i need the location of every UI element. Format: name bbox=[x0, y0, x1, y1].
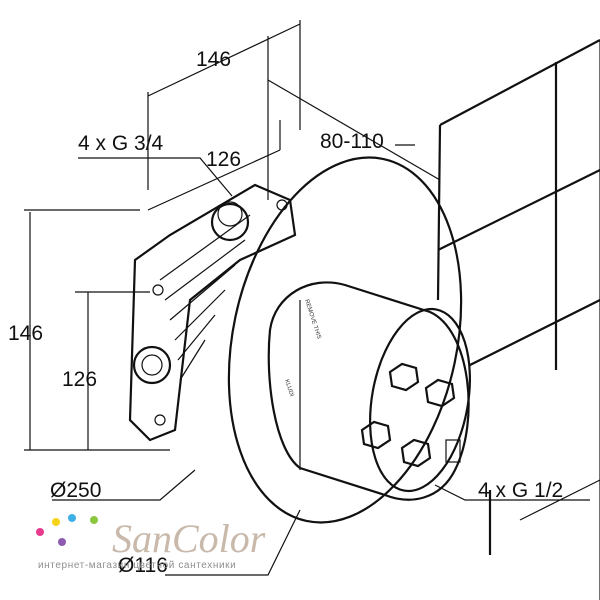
thread-small-label: 4 x G 1/2 bbox=[478, 479, 563, 502]
body-label-b: KLUDI bbox=[283, 379, 294, 398]
watermark-dot-3 bbox=[68, 514, 76, 522]
mounting-body bbox=[128, 183, 297, 442]
dim-left-inner-label: 126 bbox=[62, 368, 97, 391]
diameter-rosette-label: Ø250 bbox=[50, 479, 101, 502]
dim-left-146: 146 bbox=[8, 209, 170, 451]
rosette-disc bbox=[227, 156, 463, 524]
dim-upper-126: 126 4 x G 3/4 bbox=[78, 120, 281, 211]
diameter-body-label: Ø116 bbox=[118, 554, 168, 577]
body-label-a: REMOVE THIS bbox=[303, 299, 321, 340]
dim-thread-small: 4 x G 1/2 bbox=[434, 479, 590, 502]
dim-left-height-label: 146 bbox=[8, 322, 43, 345]
dim-wall-depth: 80-110 bbox=[267, 36, 441, 200]
watermark-brand: SanColor bbox=[112, 516, 266, 561]
dim-wall-depth-label: 80-110 bbox=[320, 130, 384, 153]
dim-top-146: 146 bbox=[147, 20, 301, 190]
watermark-dot-5 bbox=[90, 516, 98, 524]
watermark-dot-4 bbox=[58, 538, 66, 546]
dim-left-126: 126 bbox=[62, 291, 150, 450]
watermark-tagline: интернет-магазин цветной сантехники bbox=[38, 560, 236, 571]
dim-diameters: Ø250 Ø116 bbox=[50, 469, 301, 577]
watermark-dot-1 bbox=[36, 528, 44, 536]
connection-nuts bbox=[360, 362, 461, 468]
watermark: SanColor интернет-магазин цветной сантех… bbox=[36, 514, 266, 571]
valve-body: REMOVE THIS KLUDI bbox=[267, 281, 471, 501]
thread-large-label: 4 x G 3/4 bbox=[78, 132, 164, 155]
dim-top-width-label: 146 bbox=[196, 48, 231, 71]
dim-inner-width-label: 126 bbox=[206, 148, 241, 171]
wall-tiles bbox=[436, 39, 600, 600]
watermark-dot-2 bbox=[52, 518, 60, 526]
